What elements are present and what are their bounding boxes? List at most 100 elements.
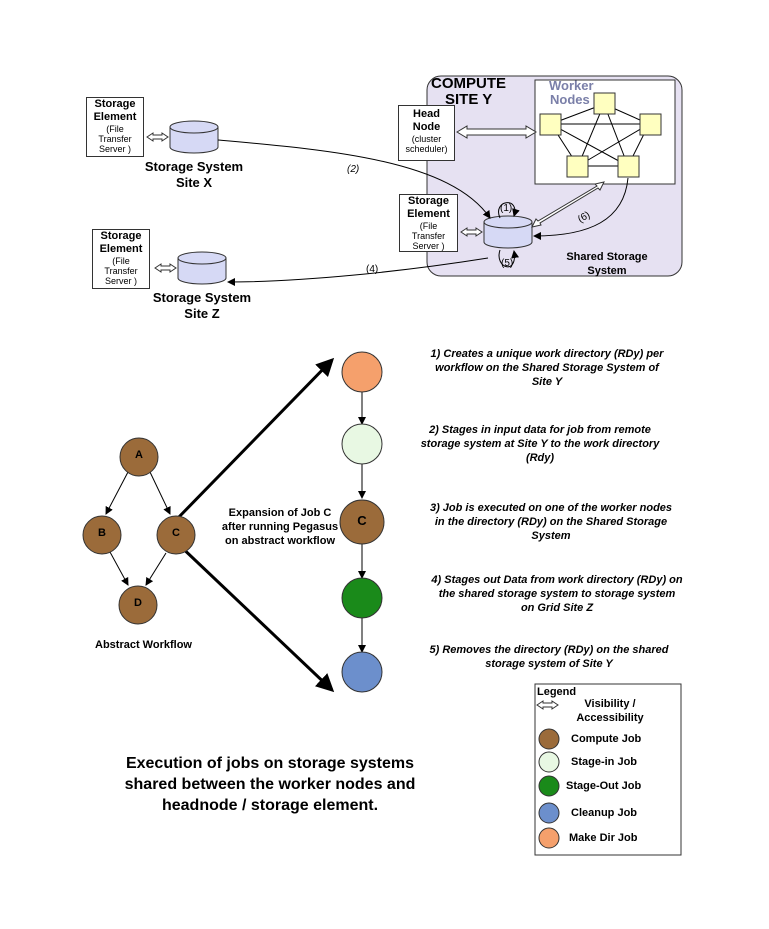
expansion-label: Expansion of Job C after running Pegasus…: [216, 506, 344, 548]
storage-system-z-label: Storage System Site Z: [140, 290, 264, 322]
compute-job-label: C: [357, 513, 367, 528]
storage-element-sub: (File: [106, 124, 124, 134]
compute-site-title-line1: COMPUTE: [431, 75, 506, 92]
arrow-label-1: (1): [500, 203, 513, 214]
double-arrow-icon: [146, 132, 169, 142]
worker-nodes-line1: Worker: [549, 78, 594, 93]
worker-node: [617, 155, 640, 178]
worker-node: [639, 113, 662, 136]
storage-element-title-2: Element: [407, 208, 450, 220]
legend-stageout: Stage-Out Job: [566, 780, 642, 792]
storage-element-title: Storage: [408, 195, 449, 207]
arrow-label-2: (2): [347, 164, 360, 175]
step-1-line1: 1) Creates a unique work directory (RDy)…: [430, 348, 664, 360]
step-1-line3: Site Y: [531, 376, 563, 388]
worker-node: [593, 92, 616, 115]
storage-element-sub-2: Transfer: [98, 134, 132, 144]
cleanup-job-node: [341, 651, 383, 693]
caption-line3: headnode / storage element.: [161, 797, 379, 814]
storage-z-line2: Site Z: [184, 306, 220, 321]
storage-x-line1: Storage System: [144, 159, 244, 174]
step-2-line2: storage system at Site Y to the work dir…: [420, 438, 660, 450]
step-3-line1: 3) Job is executed on one of the worker …: [429, 502, 673, 514]
loop-arrow-1: [498, 202, 520, 219]
expansion-line3: on abstract workflow: [224, 535, 336, 547]
legend-swatch-compute: [538, 728, 560, 750]
legend-stagein: Stage-in Job: [571, 756, 638, 768]
stagein-job-node: [341, 423, 383, 465]
double-arrow-icon: [531, 181, 605, 228]
legend-visibility: Visibility / Accessibility: [560, 697, 660, 725]
disk-icon: [483, 215, 533, 249]
makedir-job-node: [341, 351, 383, 393]
worker-nodes-title: Worker Nodes: [548, 79, 594, 107]
disk-icon: [177, 251, 227, 285]
step-2: 2) Stages in input data for job from rem…: [400, 423, 680, 465]
storage-element-sub-3: Server ): [412, 241, 445, 251]
storage-element-z: Storage Element (File Transfer Server ): [92, 229, 150, 289]
double-arrow-icon: [536, 700, 559, 710]
node-c: [156, 515, 196, 555]
storage-element-sub: (File: [112, 256, 130, 266]
expansion-arrow-up: [174, 357, 335, 522]
shared-storage-line2: System: [587, 265, 627, 277]
caption-line1: Execution of jobs on storage systems: [125, 755, 415, 772]
storage-element-title-2: Element: [93, 111, 137, 123]
step-1-line2: workflow on the Shared Storage System of: [435, 362, 659, 374]
storage-element-title-2: Element: [99, 243, 143, 255]
arrow-label-5: (5): [501, 258, 514, 269]
legend-makedir: Make Dir Job: [569, 832, 638, 844]
stageout-job-node: [341, 577, 383, 619]
storage-element-x: Storage Element (File Transfer Server ): [86, 97, 144, 157]
legend-swatch-stagein: [538, 751, 560, 773]
step-4: 4) Stages out Data from work directory (…: [412, 573, 702, 615]
node-d-label: D: [134, 597, 142, 609]
head-node-title: Head: [413, 108, 440, 120]
storage-element-title: Storage: [100, 230, 142, 242]
node-b-label: B: [98, 527, 106, 539]
node-d: [118, 585, 158, 625]
compute-site-title: COMPUTE SITE Y: [431, 76, 506, 108]
storage-element-sub-2: Transfer: [411, 231, 446, 241]
step-5-line2: storage system of Site Y: [485, 658, 613, 670]
step-3: 3) Job is executed on one of the worker …: [410, 501, 692, 543]
step-3-line2: in the directory (RDy) on the Shared Sto…: [434, 516, 668, 528]
disk-icon: [169, 120, 219, 154]
head-node-box: Head Node (cluster scheduler): [398, 105, 455, 161]
storage-element-sub-3: Server ): [98, 144, 131, 154]
head-node-sub: (cluster: [411, 134, 442, 144]
expansion-line2: after running Pegasus: [221, 521, 339, 533]
step-5: 5) Removes the directory (RDy) on the sh…: [410, 643, 688, 671]
worker-node: [566, 155, 589, 178]
step-4-line1: 4) Stages out Data from work directory (…: [431, 574, 683, 586]
step-1: 1) Creates a unique work directory (RDy)…: [408, 347, 686, 389]
shared-storage-label: Shared Storage System: [548, 250, 666, 278]
legend-swatch-cleanup: [538, 802, 560, 824]
node-a-label: A: [135, 449, 143, 461]
worker-nodes-line2: Nodes: [550, 92, 590, 107]
legend-visibility-line2: Accessibility: [576, 712, 644, 724]
node-a: [119, 437, 159, 477]
abstract-workflow-caption: Abstract Workflow: [95, 639, 192, 651]
figure-caption: Execution of jobs on storage systems sha…: [90, 753, 450, 816]
storage-system-x-label: Storage System Site X: [132, 159, 256, 191]
loop-arrow-5: [498, 249, 520, 268]
storage-element-sub-3: Server ): [104, 276, 137, 286]
node-c-label: C: [172, 527, 180, 539]
head-node-sub-2: scheduler): [405, 144, 448, 154]
head-node-title-2: Node: [412, 121, 441, 133]
caption-line2: shared between the worker nodes and: [124, 776, 416, 793]
expansion-arrow-down: [174, 540, 335, 693]
legend-box: [534, 683, 682, 856]
storage-element-y: Storage Element (File Transfer Server ): [399, 194, 458, 252]
legend-visibility-line1: Visibility /: [584, 698, 636, 710]
node-b: [82, 515, 122, 555]
step-2-line3: (Rdy): [525, 452, 555, 464]
compute-job-node: [339, 499, 385, 545]
storage-element-sub: (File: [419, 221, 438, 231]
legend-swatch-makedir: [538, 827, 560, 849]
legend-compute: Compute Job: [571, 733, 642, 745]
abstract-edges: [105, 471, 171, 586]
transfer-arrow-2: [217, 139, 491, 219]
